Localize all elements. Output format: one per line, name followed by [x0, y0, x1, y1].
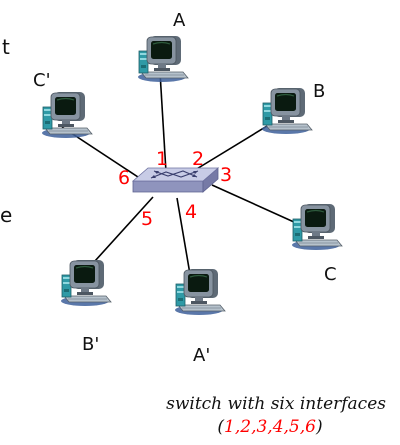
link-port-3-to-c: [211, 184, 306, 228]
desktop-computer-icon: [41, 91, 93, 139]
port-label-1: 1: [156, 148, 168, 170]
port-label-2: 2: [192, 148, 204, 170]
host-label-a-prime: A': [193, 345, 210, 366]
host-b-prime[interactable]: [60, 259, 112, 307]
host-a[interactable]: [137, 35, 189, 83]
network-links: [61, 71, 306, 287]
host-c-prime[interactable]: [41, 91, 93, 139]
caption-close-paren: ): [315, 417, 323, 437]
desktop-computer-icon: [291, 203, 343, 251]
desktop-computer-icon: [174, 268, 226, 316]
caption-port-list: 1,2,3,4,5,6: [224, 417, 316, 437]
host-c[interactable]: [291, 203, 343, 251]
caption-line-1: switch with six interfaces: [166, 394, 386, 414]
host-label-b: B: [313, 81, 325, 102]
caption-line-2: (1,2,3,4,5,6): [217, 417, 322, 437]
host-b[interactable]: [261, 87, 313, 135]
host-a-prime[interactable]: [174, 268, 226, 316]
caption-open-paren: (: [217, 417, 224, 437]
host-label-b-prime: B': [82, 334, 99, 355]
desktop-computer-icon: [137, 35, 189, 83]
link-port-2-to-b: [194, 122, 273, 171]
left-edge-fragment-bottom: e: [0, 203, 12, 227]
left-edge-fragment-top: t: [2, 35, 10, 59]
link-port-1-to-a: [159, 71, 167, 173]
desktop-computer-icon: [261, 87, 313, 135]
host-label-c-prime: C': [33, 70, 51, 91]
host-label-c: C: [324, 264, 337, 285]
ethernet-switch-icon[interactable]: [131, 167, 220, 193]
port-label-6: 6: [118, 167, 130, 189]
port-label-5: 5: [141, 208, 153, 230]
desktop-computer-icon: [60, 259, 112, 307]
port-label-4: 4: [185, 201, 197, 223]
port-label-3: 3: [220, 164, 232, 186]
link-port-5-to-b-prime: [84, 196, 154, 273]
host-label-a: A: [173, 10, 186, 31]
